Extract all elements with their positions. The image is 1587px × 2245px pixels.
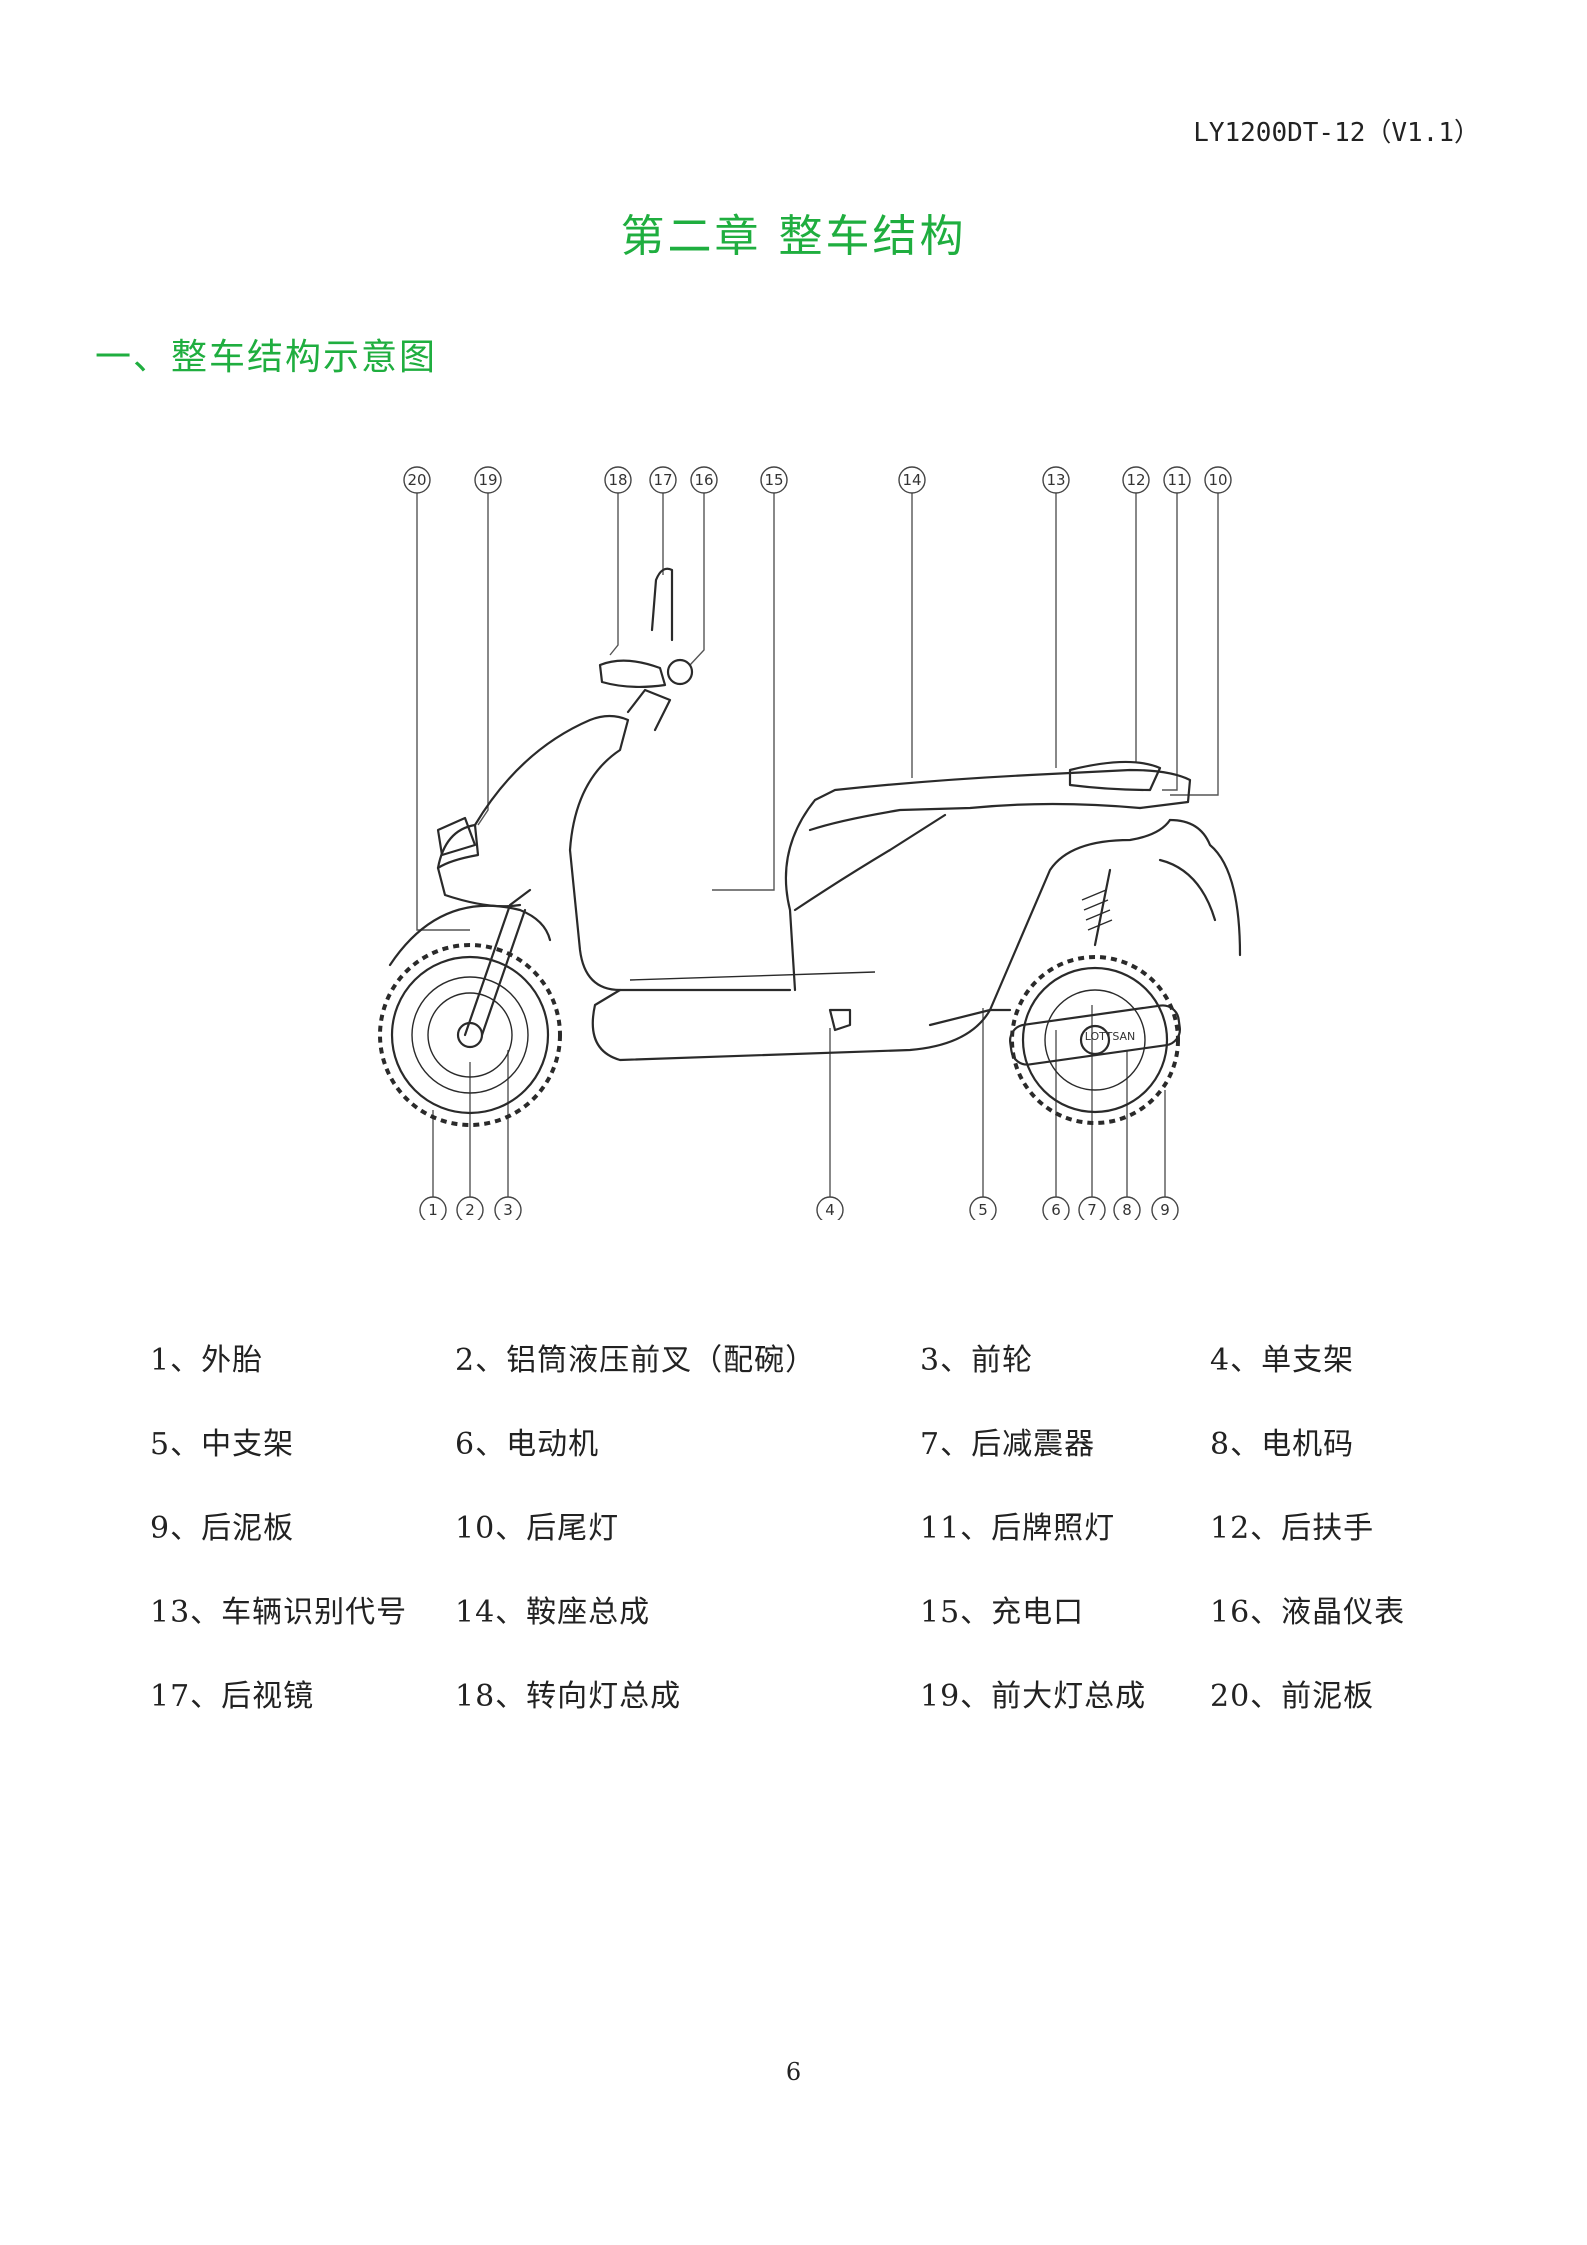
svg-text:1: 1 — [428, 1201, 438, 1219]
legend-item: 2、铝筒液压前叉（配碗） — [455, 1343, 817, 1378]
svg-text:14: 14 — [902, 471, 921, 489]
callout-16: 16 — [690, 466, 718, 494]
callout-10: 10 — [1204, 466, 1232, 494]
svg-text:17: 17 — [653, 471, 672, 489]
legend-item: 13、车辆识别代号 — [150, 1595, 408, 1630]
legend-item: 16、液晶仪表 — [1210, 1595, 1406, 1630]
leader-lines — [416, 480, 1219, 1210]
chapter-title: 第二章 整车结构 — [620, 211, 967, 262]
legend-item: 9、后泥板 — [150, 1511, 295, 1546]
page-number: 6 — [785, 2058, 802, 2086]
callout-15: 15 — [760, 466, 788, 494]
callout-markers: 20 19 18 17 16 15 14 13 12 11 10 1 2 3 4… — [403, 466, 1232, 1220]
callout-2: 2 — [456, 1196, 484, 1220]
legend-row: 9、后泥板 10、后尾灯 11、后牌照灯 12、后扶手 — [150, 1503, 1450, 1587]
legend-row: 13、车辆识别代号 14、鞍座总成 15、充电口 16、液晶仪表 — [150, 1587, 1450, 1671]
legend-item: 12、后扶手 — [1210, 1511, 1375, 1546]
legend-item: 6、电动机 — [455, 1427, 600, 1462]
legend-item: 17、后视镜 — [150, 1679, 315, 1714]
callout-9: 9 — [1151, 1196, 1179, 1220]
legend-item: 5、中支架 — [150, 1427, 295, 1462]
callout-19: 19 — [474, 466, 502, 494]
parts-legend: 1、外胎 2、铝筒液压前叉（配碗） 3、前轮 4、单支架 5、中支架 6、电动机… — [150, 1335, 1450, 1755]
legend-item: 19、前大灯总成 — [920, 1679, 1147, 1714]
legend-item: 11、后牌照灯 — [920, 1511, 1116, 1546]
callout-11: 11 — [1163, 466, 1191, 494]
legend-item: 10、后尾灯 — [455, 1511, 620, 1546]
svg-text:10: 10 — [1208, 471, 1227, 489]
callout-3: 3 — [494, 1196, 522, 1220]
svg-text:11: 11 — [1167, 471, 1186, 489]
section-title: 一、整车结构示意图 — [95, 337, 438, 378]
legend-row: 5、中支架 6、电动机 7、后减震器 8、电机码 — [150, 1419, 1450, 1503]
legend-row: 1、外胎 2、铝筒液压前叉（配碗） 3、前轮 4、单支架 — [150, 1335, 1450, 1419]
legend-item: 14、鞍座总成 — [455, 1595, 651, 1630]
svg-text:15: 15 — [764, 471, 783, 489]
legend-item: 18、转向灯总成 — [455, 1679, 682, 1714]
scooter-structure-diagram: LOTTSAN 20 19 18 17 16 15 14 13 12 11 10… — [378, 466, 1242, 1220]
svg-text:2: 2 — [465, 1201, 475, 1219]
svg-text:4: 4 — [825, 1201, 835, 1219]
svg-text:6: 6 — [1051, 1201, 1061, 1219]
legend-item: 4、单支架 — [1210, 1343, 1355, 1378]
callout-12: 12 — [1122, 466, 1150, 494]
svg-text:7: 7 — [1087, 1201, 1097, 1219]
document-code: LY1200DT-12（V1.1） — [1193, 118, 1480, 148]
legend-item: 20、前泥板 — [1210, 1679, 1375, 1714]
scooter-drawing: LOTTSAN — [378, 567, 1242, 1127]
callout-13: 13 — [1042, 466, 1070, 494]
callout-5: 5 — [969, 1196, 997, 1220]
callout-7: 7 — [1078, 1196, 1106, 1220]
legend-item: 7、后减震器 — [920, 1427, 1096, 1462]
legend-item: 15、充电口 — [920, 1595, 1085, 1630]
svg-text:LOTTSAN: LOTTSAN — [1085, 1030, 1136, 1043]
legend-item: 3、前轮 — [920, 1343, 1034, 1378]
svg-text:20: 20 — [407, 471, 426, 489]
legend-row: 17、后视镜 18、转向灯总成 19、前大灯总成 20、前泥板 — [150, 1671, 1450, 1755]
callout-8: 8 — [1113, 1196, 1141, 1220]
callout-1: 1 — [419, 1196, 447, 1220]
legend-item: 8、电机码 — [1210, 1427, 1355, 1462]
svg-text:18: 18 — [608, 471, 627, 489]
callout-20: 20 — [403, 466, 431, 494]
callout-14: 14 — [898, 466, 926, 494]
callout-4: 4 — [816, 1196, 844, 1220]
callout-17: 17 — [649, 466, 677, 494]
svg-text:19: 19 — [478, 471, 497, 489]
callout-18: 18 — [604, 466, 632, 494]
svg-text:13: 13 — [1046, 471, 1065, 489]
svg-text:12: 12 — [1126, 471, 1145, 489]
svg-text:9: 9 — [1160, 1201, 1170, 1219]
svg-text:16: 16 — [694, 471, 713, 489]
legend-item: 1、外胎 — [150, 1343, 264, 1378]
svg-text:8: 8 — [1122, 1201, 1132, 1219]
svg-text:5: 5 — [978, 1201, 988, 1219]
svg-text:3: 3 — [503, 1201, 513, 1219]
callout-6: 6 — [1042, 1196, 1070, 1220]
